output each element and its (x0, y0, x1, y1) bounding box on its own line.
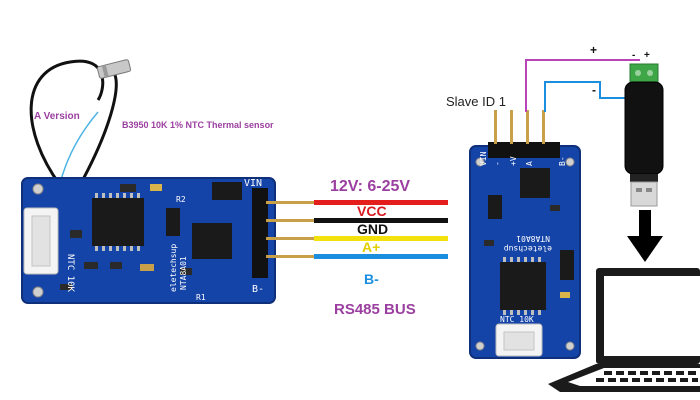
gnd-label: GND (357, 221, 388, 237)
left-r2-label: R2 (176, 195, 186, 204)
adapter-wires (525, 59, 640, 112)
left-module-board (21, 177, 314, 304)
supply-voltage-label: 12V: 6-25V (330, 178, 410, 195)
bus-wires (314, 200, 448, 259)
b-minus-label: B- (364, 271, 379, 287)
usb-rs485-adapter-icon (624, 63, 664, 207)
right-pin-label-vin: VIN (479, 151, 488, 166)
right-connector-label: NTC 10K (500, 315, 534, 324)
right-pin-label-plus: +V (509, 156, 518, 166)
terminal-plus-label: + (644, 50, 650, 61)
a-plus-label: A+ (362, 239, 380, 255)
slave-id-label: Slave ID 1 (446, 94, 506, 109)
right-model-label: NTA8A01 (516, 234, 550, 243)
terminal-minus-label: - (632, 50, 635, 61)
left-r1-label: R1 (196, 293, 206, 302)
left-b-minus-label: B- (252, 284, 264, 295)
sensor-model-label: B3950 10K 1% NTC Thermal sensor (122, 120, 274, 130)
right-pin-label-a: A (525, 161, 534, 166)
right-pin-label-minus: - (493, 161, 502, 166)
adapter-plus-label: + (590, 43, 597, 57)
laptop-icon (548, 268, 700, 392)
sensor-version-label: A Version (34, 111, 80, 122)
left-brand-label: eletechsup (169, 244, 178, 292)
right-brand-label: eletechsup (504, 244, 552, 253)
right-pin-label-b: B- (558, 156, 567, 166)
left-model-label: NTA8A01 (179, 256, 188, 290)
vcc-label: VCC (357, 203, 387, 219)
down-arrow-icon (627, 210, 663, 262)
right-module-board (469, 110, 581, 359)
rs485-bus-label: RS485 BUS (334, 301, 416, 318)
adapter-minus-label: - (592, 83, 596, 97)
left-vin-label: VIN (244, 178, 262, 189)
left-connector-label: NTC 10K (65, 254, 75, 293)
